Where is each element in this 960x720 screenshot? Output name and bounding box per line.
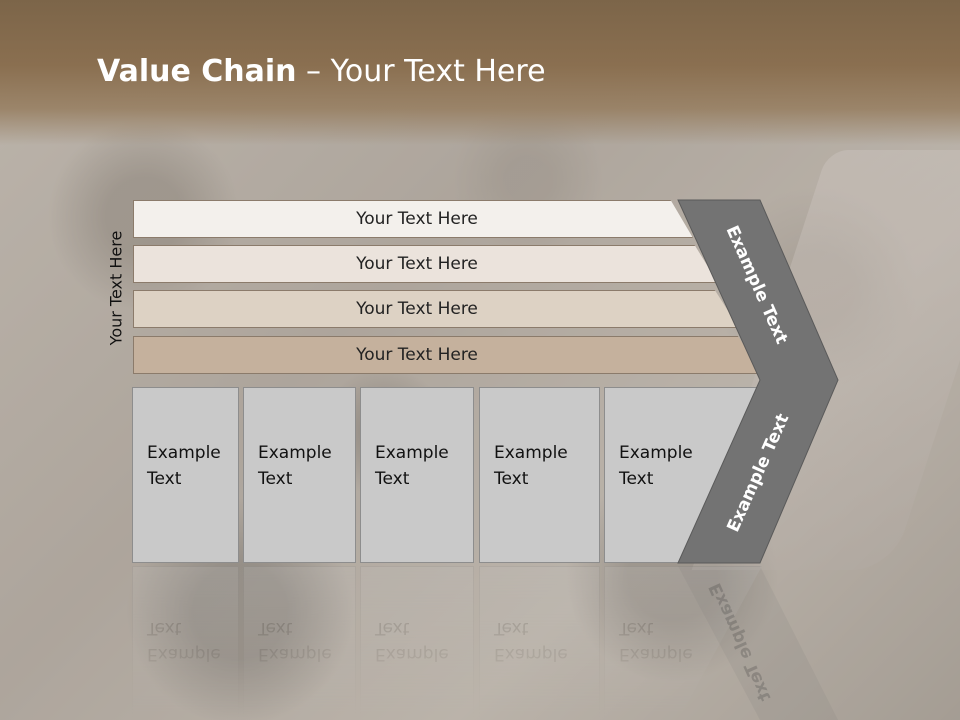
card-text-line1: Example bbox=[147, 644, 221, 664]
support-bar-1[interactable]: Your Text Here bbox=[133, 200, 693, 238]
support-bar-2[interactable]: Your Text Here bbox=[133, 245, 718, 283]
bar-label: Your Text Here bbox=[356, 299, 478, 319]
card-text-line1: Example bbox=[619, 443, 693, 463]
card-text-line1: Example bbox=[494, 644, 568, 664]
card-text-line1: Example bbox=[258, 443, 332, 463]
primary-activity-card-4[interactable]: Example Text bbox=[479, 387, 600, 563]
card-text-line1: Example bbox=[375, 644, 449, 664]
card-text-line2: Text bbox=[147, 469, 182, 489]
card-text-line2: Text bbox=[375, 469, 410, 489]
card-text-line2: Text bbox=[619, 618, 654, 638]
card-text-line2: Text bbox=[375, 618, 410, 638]
primary-activity-card-3[interactable]: Example Text bbox=[360, 387, 474, 563]
primary-activity-card-2[interactable]: Example Text bbox=[243, 387, 356, 563]
card-text-line2: Text bbox=[619, 469, 654, 489]
header-band bbox=[0, 0, 960, 145]
bar-label: Your Text Here bbox=[356, 209, 478, 229]
bar-label: Your Text Here bbox=[356, 345, 478, 365]
title-bold: Value Chain bbox=[97, 54, 297, 89]
card-text-line1: Example bbox=[494, 443, 568, 463]
reflection-card: Example Text bbox=[132, 566, 239, 720]
support-bar-4[interactable]: Your Text Here bbox=[133, 336, 763, 374]
reflection-card: Example Text bbox=[360, 566, 474, 720]
reflection-card: Example Text bbox=[243, 566, 356, 720]
side-label[interactable]: Your Text Here bbox=[106, 230, 126, 346]
support-bar-3[interactable]: Your Text Here bbox=[133, 290, 739, 328]
card-text-line2: Text bbox=[147, 618, 182, 638]
card-text-line2: Text bbox=[258, 618, 293, 638]
bar-label: Your Text Here bbox=[356, 254, 478, 274]
card-text-line2: Text bbox=[494, 469, 529, 489]
slide-title[interactable]: Value Chain – Your Text Here bbox=[97, 54, 546, 89]
card-text-line1: Example bbox=[147, 443, 221, 463]
title-rest: – Your Text Here bbox=[296, 54, 546, 89]
card-text-line1: Example bbox=[375, 443, 449, 463]
reflection-card: Example Text bbox=[479, 566, 600, 720]
card-text-line1: Example bbox=[258, 644, 332, 664]
reflection-card: Example Text bbox=[604, 566, 762, 720]
card-text-line1: Example bbox=[619, 644, 693, 664]
cards-reflection: Example Text Example Text Example Text Exam… bbox=[0, 566, 960, 720]
card-text-line2: Text bbox=[258, 469, 293, 489]
primary-activity-card-1[interactable]: Example Text bbox=[132, 387, 239, 563]
card-text-line2: Text bbox=[494, 618, 529, 638]
